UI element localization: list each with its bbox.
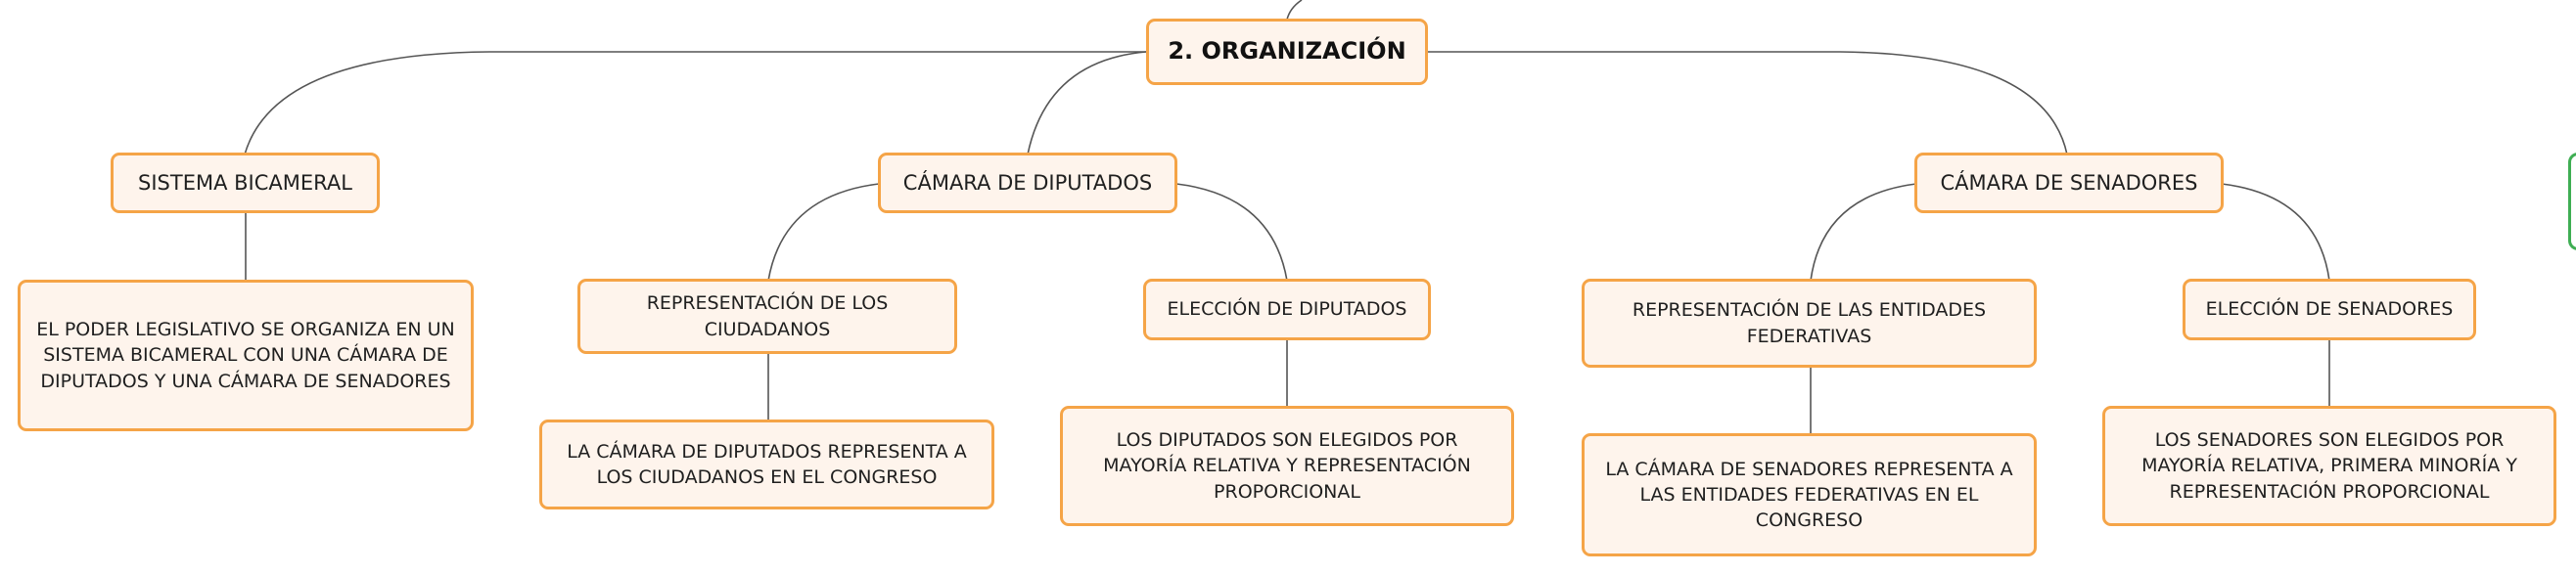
node-representacion-entidades-detail-text: LA CÁMARA DE SENADORES REPRESENTA A LAS … [1605,458,2013,532]
root-node-label: 2. ORGANIZACIÓN [1168,37,1406,66]
connector-root-senadores [1428,51,2068,155]
node-camara-diputados[interactable]: CÁMARA DE DIPUTADOS [878,153,1177,213]
node-representacion-ciudadanos-detail[interactable]: LA CÁMARA DE DIPUTADOS REPRESENTA A LOS … [539,420,994,509]
connector-root-parent [1286,0,1303,21]
node-eleccion-senadores-label: ELECCIÓN DE SENADORES [2205,298,2454,321]
node-eleccion-diputados-detail-text: LOS DIPUTADOS SON ELEGIDOS POR MAYORÍA R… [1103,429,1471,503]
connector-diputados-representacion [767,183,880,282]
node-sistema-bicameral-detail[interactable]: EL PODER LEGISLATIVO SE ORGANIZA EN UN S… [18,280,474,431]
node-camara-diputados-label: CÁMARA DE DIPUTADOS [902,170,1153,195]
node-sistema-bicameral-label: SISTEMA BICAMERAL [138,170,352,195]
connector-root-diputados [1027,51,1147,155]
node-eleccion-diputados-detail[interactable]: LOS DIPUTADOS SON ELEGIDOS POR MAYORÍA R… [1060,406,1514,526]
node-representacion-entidades-label: REPRESENTACIÓN DE LAS ENTIDADES FEDERATI… [1632,299,1987,347]
node-camara-senadores[interactable]: CÁMARA DE SENADORES [1914,153,2224,213]
node-camara-senadores-label: CÁMARA DE SENADORES [1940,170,2198,195]
node-representacion-ciudadanos[interactable]: REPRESENTACIÓN DE LOS CIUDADANOS [577,279,957,354]
node-eleccion-diputados[interactable]: ELECCIÓN DE DIPUTADOS [1143,279,1431,340]
node-representacion-entidades[interactable]: REPRESENTACIÓN DE LAS ENTIDADES FEDERATI… [1582,279,2037,368]
root-node-organizacion[interactable]: 2. ORGANIZACIÓN [1146,19,1428,85]
node-eleccion-senadores-detail-text: LOS SENADORES SON ELEGIDOS POR MAYORÍA R… [2141,429,2517,503]
connector-senadores-eleccion [2221,183,2330,282]
node-eleccion-diputados-label: ELECCIÓN DE DIPUTADOS [1167,298,1407,321]
node-eleccion-senadores[interactable]: ELECCIÓN DE SENADORES [2183,279,2476,340]
node-sistema-bicameral[interactable]: SISTEMA BICAMERAL [111,153,380,213]
node-representacion-ciudadanos-label: REPRESENTACIÓN DE LOS CIUDADANOS [646,292,889,340]
node-sistema-bicameral-detail-text: EL PODER LEGISLATIVO SE ORGANIZA EN UN S… [36,319,455,392]
offscreen-node-edge [2568,153,2576,250]
connector-senadores-representacion [1810,183,1917,282]
node-eleccion-senadores-detail[interactable]: LOS SENADORES SON ELEGIDOS POR MAYORÍA R… [2102,406,2556,526]
node-representacion-entidades-detail[interactable]: LA CÁMARA DE SENADORES REPRESENTA A LAS … [1582,433,2037,556]
connector-root-sistema [244,51,1146,155]
connector-diputados-eleccion [1175,183,1288,282]
node-representacion-ciudadanos-detail-text: LA CÁMARA DE DIPUTADOS REPRESENTA A LOS … [567,440,967,488]
